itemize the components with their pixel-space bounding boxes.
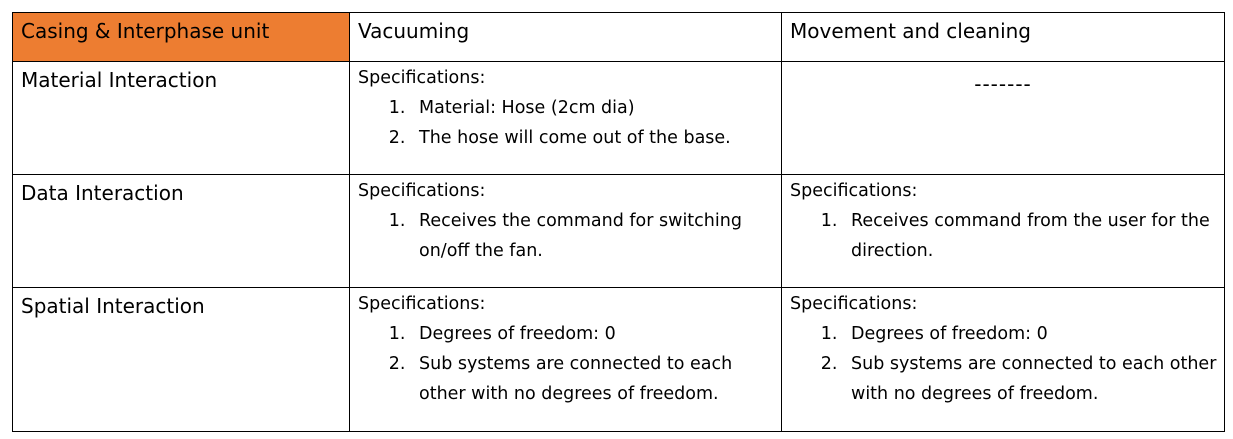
header-cell-movement: Movement and cleaning bbox=[781, 12, 1225, 62]
table-row-material-interaction: Material Interaction Specifications: Mat… bbox=[12, 61, 1225, 175]
row-label-data: Data Interaction bbox=[21, 181, 184, 205]
spec-item: Sub systems are connected to each other … bbox=[411, 349, 777, 409]
spec-list: Receives command from the user for the d… bbox=[790, 206, 1220, 266]
interaction-matrix-table: Casing & Interphase unit Vacuuming Movem… bbox=[12, 12, 1225, 432]
table-header-row: Casing & Interphase unit Vacuuming Movem… bbox=[12, 12, 1225, 62]
spec-item: Receives command from the user for the d… bbox=[843, 206, 1220, 266]
spec-title: Specifications: bbox=[790, 181, 918, 201]
spatial-vacuuming-cell: Specifications: Degrees of freedom: 0 Su… bbox=[349, 287, 782, 432]
spec-item: Material: Hose (2cm dia) bbox=[411, 93, 777, 123]
spec-list: Degrees of freedom: 0 Sub systems are co… bbox=[358, 319, 777, 409]
row-label-cell: Material Interaction bbox=[12, 61, 350, 175]
spec-item: Sub systems are connected to each other … bbox=[843, 349, 1220, 409]
empty-placeholder-dashes: ------- bbox=[974, 72, 1032, 96]
header-cell-vacuuming: Vacuuming bbox=[349, 12, 782, 62]
material-movement-cell: ------- bbox=[781, 61, 1225, 175]
spec-item: The hose will come out of the base. bbox=[411, 123, 777, 153]
spec-title: Specifications: bbox=[358, 181, 486, 201]
data-vacuuming-cell: Specifications: Receives the command for… bbox=[349, 174, 782, 288]
header-movement-label: Movement and cleaning bbox=[790, 19, 1031, 43]
spec-title: Specifications: bbox=[358, 294, 486, 314]
spec-list: Degrees of freedom: 0 Sub systems are co… bbox=[790, 319, 1220, 409]
spatial-movement-cell: Specifications: Degrees of freedom: 0 Su… bbox=[781, 287, 1225, 432]
spec-item: Degrees of freedom: 0 bbox=[843, 319, 1220, 349]
material-vacuuming-cell: Specifications: Material: Hose (2cm dia)… bbox=[349, 61, 782, 175]
header-vacuuming-label: Vacuuming bbox=[358, 19, 470, 43]
header-cell-casing: Casing & Interphase unit bbox=[12, 12, 350, 62]
row-label-material: Material Interaction bbox=[21, 68, 218, 92]
spec-list: Receives the command for switching on/of… bbox=[358, 206, 777, 266]
row-label-spatial: Spatial Interaction bbox=[21, 294, 205, 318]
data-movement-cell: Specifications: Receives command from th… bbox=[781, 174, 1225, 288]
row-label-cell: Data Interaction bbox=[12, 174, 350, 288]
row-label-cell: Spatial Interaction bbox=[12, 287, 350, 432]
table-row-data-interaction: Data Interaction Specifications: Receive… bbox=[12, 174, 1225, 288]
table-row-spatial-interaction: Spatial Interaction Specifications: Degr… bbox=[12, 287, 1225, 432]
spec-list: Material: Hose (2cm dia) The hose will c… bbox=[358, 93, 777, 153]
spec-item: Receives the command for switching on/of… bbox=[411, 206, 777, 266]
spec-title: Specifications: bbox=[358, 68, 486, 88]
spec-item: Degrees of freedom: 0 bbox=[411, 319, 777, 349]
spec-title: Specifications: bbox=[790, 294, 918, 314]
header-casing-label: Casing & Interphase unit bbox=[21, 19, 270, 43]
